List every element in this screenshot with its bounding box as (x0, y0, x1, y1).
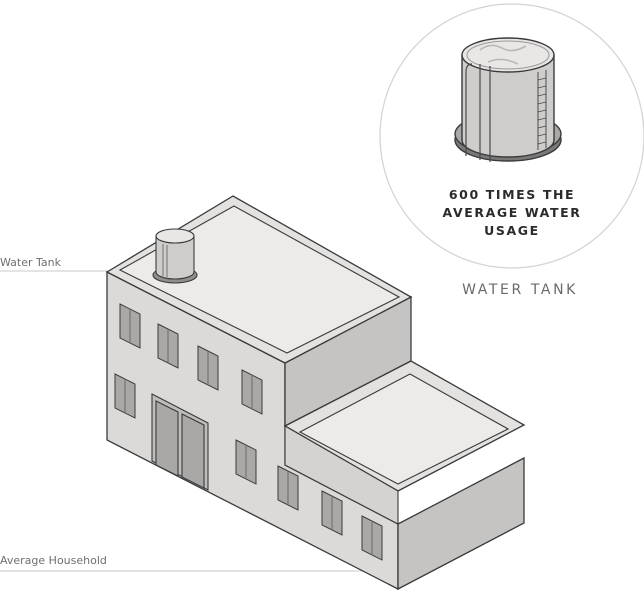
average-household-label: Average Household (0, 554, 107, 567)
windows-lower-row (114, 373, 383, 561)
callout-caption-line-2: AVERAGE WATER (442, 205, 582, 220)
entrance-door (151, 393, 209, 491)
magnified-tank-icon (454, 37, 562, 162)
rooftop-tank-icon (152, 228, 198, 284)
annex-side-wall (397, 456, 525, 591)
annex-front-wall (284, 425, 399, 525)
callout-caption-line-1: 600 TIMES THE (448, 187, 576, 202)
callout-caption-line-3: USAGE (484, 223, 540, 238)
callout-title: WATER TANK (462, 282, 578, 298)
annex-roof-inner (298, 373, 510, 485)
water-tank-label: Water Tank (0, 256, 61, 269)
